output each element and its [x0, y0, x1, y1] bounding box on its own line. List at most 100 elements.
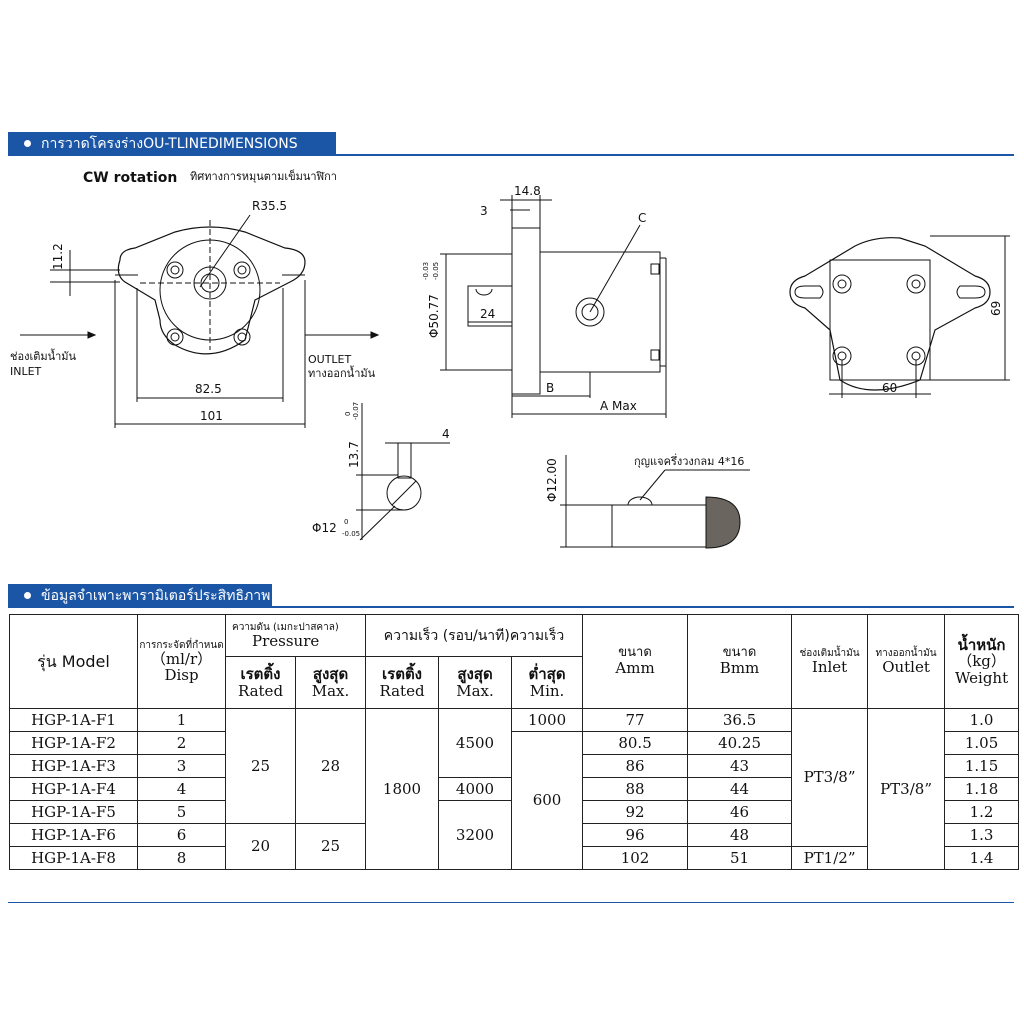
table-row: HGP-1A-F6 6 20 25 96 48 1.3 [9, 823, 1020, 870]
cell-weight: 1.4 [944, 846, 1020, 870]
section-title-outline: การวาดโครงร่างOU-TLINEDIMENSIONS [41, 136, 298, 152]
tol-50-top: -0.03 [422, 262, 430, 280]
cell-speed-max: 4500 [438, 708, 513, 778]
cell-speed-max: 3200 [438, 800, 513, 870]
label-b: B [546, 381, 554, 395]
section-rule [8, 606, 1014, 608]
dim-phi50: Φ50.77 [427, 294, 441, 338]
cell-model: HGP-1A-F6 [9, 823, 138, 847]
cell-model: HGP-1A-F3 [9, 754, 138, 778]
bullet-icon [24, 591, 31, 599]
cell-weight: 1.15 [944, 754, 1020, 778]
cell-amm: 86 [582, 754, 689, 778]
outlet-thai-label: ทางออกน้ำมัน [308, 365, 376, 380]
cell-disp: 2 [137, 731, 226, 755]
cell-bmm: 40.25 [687, 731, 793, 755]
inlet-label: INLET [10, 365, 42, 378]
cell-weight: 1.0 [944, 708, 1020, 732]
cell-bmm: 36.5 [687, 708, 793, 732]
section-header-spec: ข้อมูลจำเพาะพารามิเตอร์ประสิทธิภาพ [8, 584, 272, 608]
cell-disp: 8 [137, 846, 226, 870]
cell-bmm: 43 [687, 754, 793, 778]
cell-pressure-rated: 25 [225, 708, 296, 824]
tol-13-bot: -0.07 [352, 402, 360, 420]
cell-inlet: PT1/2” [791, 846, 869, 870]
dim-phi12: Φ12 [312, 521, 337, 535]
cell-model: HGP-1A-F2 [9, 731, 138, 755]
cw-rotation-thai: ทิศทางการหมุนตามเข็มนาฬิกา [190, 169, 337, 183]
cell-amm: 77 [582, 708, 689, 732]
dim-11-2: 11.2 [51, 243, 65, 270]
cell-weight: 1.2 [944, 800, 1020, 824]
section-rule [8, 154, 1014, 156]
cell-inlet: PT3/8” [791, 708, 869, 847]
cw-rotation-label: CW rotation [83, 170, 177, 186]
cell-bmm: 44 [687, 777, 793, 801]
dim-60: 60 [882, 381, 897, 395]
bottom-rule [8, 902, 1014, 903]
cell-pressure-max: 28 [294, 708, 367, 824]
outlet-label: OUTLET [308, 353, 352, 366]
header-speed: ความเร็ว (รอบ/นาที)ความเร็ว [365, 614, 584, 657]
header-weight: น้ำหนัก（kg）Weight [944, 614, 1020, 709]
cell-outlet: PT3/8” [867, 708, 946, 870]
label-a-max: A Max [600, 399, 637, 413]
cell-model: HGP-1A-F8 [9, 846, 138, 870]
cell-model: HGP-1A-F1 [9, 708, 138, 732]
cell-bmm: 46 [687, 800, 793, 824]
header-model: รุ่น Model [9, 614, 138, 709]
dim-3: 3 [480, 204, 488, 218]
cell-amm: 88 [582, 777, 689, 801]
table-row: HGP-1A-F1 1 25 28 1800 4500 1000 77 36.5… [9, 708, 1020, 870]
cell-speed-min: 1000 [511, 708, 584, 732]
dim-14-8: 14.8 [514, 184, 541, 198]
cell-weight: 1.3 [944, 823, 1020, 847]
header-disp: การกระจัดที่กำหนด（ml/r）Disp [137, 614, 226, 709]
spec-table: รุ่น Model การกระจัดที่กำหนด（ml/r）Disp ค… [9, 614, 1020, 870]
dim-69: 69 [989, 301, 1003, 316]
cell-amm: 102 [582, 846, 689, 870]
cell-disp: 1 [137, 708, 226, 732]
table-row: HGP-1A-F8 8 102 51 PT1/2” 1.4 [9, 846, 1020, 870]
cell-disp: 5 [137, 800, 226, 824]
cell-amm: 96 [582, 823, 689, 847]
table-row: HGP-1A-F5 5 3200 92 46 1.2 [9, 800, 1020, 870]
cell-pressure-max: 25 [294, 823, 367, 870]
cell-speed-rated: 1800 [365, 708, 440, 870]
cell-model: HGP-1A-F4 [9, 777, 138, 801]
dim-24: 24 [480, 307, 495, 321]
dim-101: 101 [200, 409, 223, 423]
dim-radius: R35.5 [252, 199, 287, 213]
cell-model: HGP-1A-F5 [9, 800, 138, 824]
cell-speed-max: 4000 [438, 777, 513, 801]
cell-pressure-rated: 20 [225, 823, 296, 870]
tol-13-top: 0 [344, 412, 352, 416]
section-header-outline: การวาดโครงร่างOU-TLINEDIMENSIONS [8, 132, 336, 156]
dim-13-7: 13.7 [347, 441, 361, 468]
cell-disp: 4 [137, 777, 226, 801]
label-c: C [638, 211, 646, 225]
dim-phi12-00: Φ12.00 [545, 458, 559, 502]
tol-50-bot: -0.05 [432, 262, 440, 280]
tol-12-top: 0 [344, 518, 348, 526]
bullet-icon [24, 139, 31, 147]
table-row: HGP-1A-F3 3 86 43 1.15 [9, 754, 1020, 778]
cell-bmm: 51 [687, 846, 793, 870]
header-pressure: ความดัน (เมกะปาสคาล)Pressure [224, 614, 367, 657]
cell-speed-min: 600 [511, 731, 584, 870]
tol-12-bot: -0.05 [342, 530, 360, 538]
cell-amm: 92 [582, 800, 689, 824]
key-label: กุญแจครึ่งวงกลม 4*16 [634, 453, 744, 468]
cell-weight: 1.18 [944, 777, 1020, 801]
cell-weight: 1.05 [944, 731, 1020, 755]
outline-drawings: CW rotation ทิศทางการหมุนตามเข็มนาฬิกา R… [10, 169, 1010, 549]
cell-amm: 80.5 [582, 731, 689, 755]
